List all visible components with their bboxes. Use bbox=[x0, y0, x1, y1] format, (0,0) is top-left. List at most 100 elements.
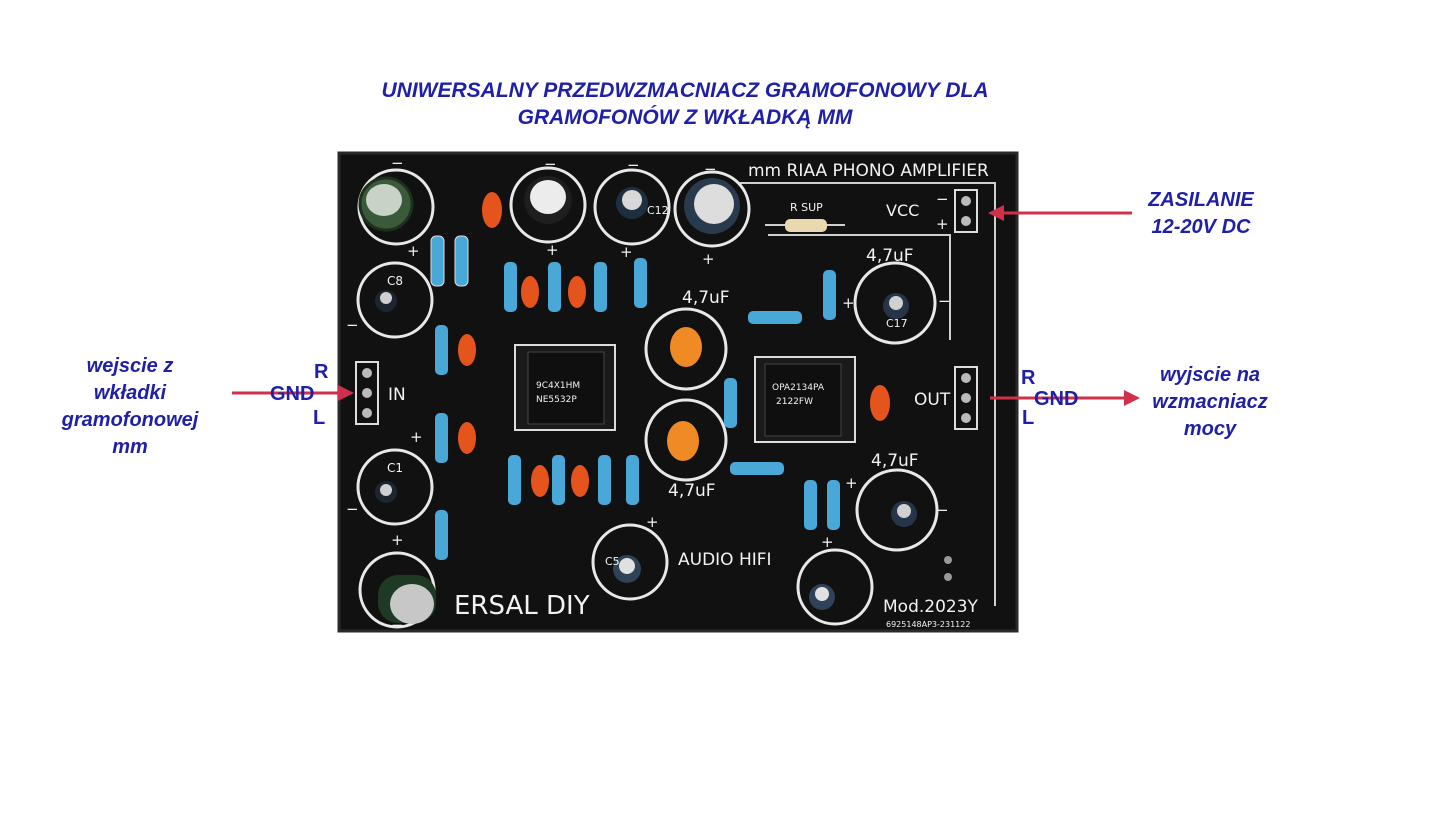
resistor-v-2 bbox=[454, 235, 469, 287]
pcb-plus-8: + bbox=[391, 531, 404, 549]
arrow-output-head bbox=[1124, 390, 1140, 406]
ring-c-bottom-right bbox=[796, 548, 874, 626]
pcb-c12: C12 bbox=[647, 204, 669, 217]
pcb-minus-2: − bbox=[544, 155, 557, 173]
pcb-plus-7: + bbox=[410, 428, 423, 446]
pcb-c8: C8 bbox=[387, 274, 403, 288]
title-line-1: UNIWERSALNY PRZEDWZMACNIACZ GRAMOFONOWY … bbox=[381, 79, 989, 102]
output-pin-l: L bbox=[1022, 407, 1035, 429]
input-pin-l: L bbox=[313, 407, 326, 429]
resistor-v-12 bbox=[598, 455, 611, 505]
arrows bbox=[232, 205, 1140, 406]
tantalum-caps bbox=[667, 327, 702, 461]
resistors-vertical bbox=[430, 235, 840, 560]
ceramic-1 bbox=[521, 276, 539, 308]
vcc-header bbox=[954, 189, 978, 233]
pcb-c5: C5 bbox=[605, 555, 620, 568]
cap-top-2-top bbox=[530, 180, 566, 214]
test-pad-1 bbox=[944, 556, 952, 564]
cap-top-4-top bbox=[694, 184, 734, 224]
ceramic-100nf-top bbox=[482, 192, 502, 228]
output-callout: wyjscie na wzmacniacz mocy bbox=[1120, 362, 1300, 443]
pcb-brand-text: ERSAL DIY bbox=[454, 591, 590, 621]
cap-c1-top bbox=[380, 484, 392, 496]
input-callout-line-4: mm bbox=[112, 436, 148, 458]
input-callout-line-3: gramofonowej bbox=[61, 409, 199, 431]
resistor-v-15 bbox=[823, 270, 836, 320]
in-pin-2 bbox=[362, 388, 372, 398]
test-pad-2 bbox=[944, 573, 952, 581]
cap-bottom-left-top bbox=[390, 584, 434, 624]
resistor-v-11 bbox=[552, 455, 565, 505]
input-callout-line-1: wejscie z bbox=[86, 355, 174, 377]
pcb-ic2-code: 2122FW bbox=[776, 397, 813, 407]
pcb-c17: C17 bbox=[886, 317, 908, 330]
pcb-plus-1: + bbox=[407, 242, 420, 260]
resistor-v-10 bbox=[508, 455, 521, 505]
cap-c8-top bbox=[380, 292, 392, 304]
resistor-v-9 bbox=[634, 258, 647, 308]
resistor-h-2 bbox=[730, 462, 784, 475]
ceramic-2 bbox=[568, 276, 586, 308]
input-pin-r: R bbox=[314, 361, 329, 383]
output-callout-line-2: wzmacniacz bbox=[1152, 391, 1268, 413]
resistor-v-5 bbox=[435, 510, 448, 560]
cap-c12-top bbox=[622, 190, 642, 210]
pcb-plus-4: + bbox=[702, 250, 715, 268]
vcc-pin-1 bbox=[961, 196, 971, 206]
pcb-model-text: Mod.2023Y bbox=[883, 597, 979, 617]
pcb-minus-6: − bbox=[938, 292, 951, 310]
vcc-pin-2 bbox=[961, 216, 971, 226]
pcb-ic1-code: 9C4X1HM bbox=[536, 381, 580, 391]
out-pin-2 bbox=[961, 393, 971, 403]
in-pin-3 bbox=[362, 408, 372, 418]
pcb-out-text: OUT bbox=[914, 390, 951, 410]
out-pin-3 bbox=[961, 413, 971, 423]
pcb-minus-8: − bbox=[346, 500, 359, 518]
pcb-cap-47-top-right: 4,7uF bbox=[866, 246, 914, 266]
pcb-plus-5: + bbox=[842, 294, 855, 312]
resistor-v-17 bbox=[827, 480, 840, 530]
pcb-header-text: mm RIAA PHONO AMPLIFIER bbox=[748, 161, 989, 181]
tantalum-center-top bbox=[670, 327, 702, 367]
pcb-board bbox=[337, 151, 1019, 633]
headers bbox=[355, 189, 978, 581]
resistor-v-8 bbox=[594, 262, 607, 312]
input-callout: wejscie z wkładki gramofonowej mm bbox=[40, 353, 220, 461]
ceramic-caps bbox=[458, 192, 890, 497]
resistor-v-16 bbox=[804, 480, 817, 530]
pcb-cap-47-center-bottom: 4,7uF bbox=[668, 481, 716, 501]
electrolytics bbox=[358, 176, 917, 624]
pcb-plus-2: + bbox=[546, 241, 559, 259]
out-pin-1 bbox=[961, 373, 971, 383]
title-line-2: GRAMOFONÓW Z WKŁADKĄ MM bbox=[517, 106, 853, 129]
pcb-cap-47-bottom-right: 4,7uF bbox=[871, 451, 919, 471]
power-callout-line-2: 12-20V DC bbox=[1151, 216, 1251, 238]
output-callout-line-1: wyjscie na bbox=[1159, 364, 1261, 386]
pcb-plus-10: + bbox=[845, 474, 858, 492]
resistor-v-13 bbox=[626, 455, 639, 505]
pcb-vcc-text: VCC bbox=[886, 201, 919, 220]
cap-c17-top bbox=[889, 296, 903, 310]
pcb-minus-10: − bbox=[391, 616, 404, 634]
pcb-serial-text: 6925148AP3-231122 bbox=[886, 620, 970, 629]
power-callout: ZASILANIE 12-20V DC bbox=[1126, 187, 1276, 241]
output-pin-gnd: GND bbox=[1034, 388, 1079, 410]
pcb-ic1-text: NE5532P bbox=[536, 395, 577, 405]
ceramic-3 bbox=[531, 465, 549, 497]
arrow-input-head bbox=[338, 385, 354, 401]
ic-sockets bbox=[514, 344, 856, 443]
pcb-audio-text: AUDIO HIFI bbox=[678, 550, 772, 570]
ceramic-100nf-out bbox=[870, 385, 890, 421]
resistors-horizontal bbox=[730, 219, 845, 475]
pcb-minus-11: − bbox=[830, 614, 843, 632]
pcb-minus-4: − bbox=[704, 160, 717, 178]
pcb-minus-1: − bbox=[391, 154, 404, 172]
ceramic-82pf-top bbox=[458, 334, 476, 366]
cap-rings bbox=[356, 166, 939, 629]
input-pin-gnd: GND bbox=[270, 383, 315, 405]
pcb-plus-9: + bbox=[646, 513, 659, 531]
cap-c16-top bbox=[897, 504, 911, 518]
pcb-cap-47-center-top: 4,7uF bbox=[682, 288, 730, 308]
